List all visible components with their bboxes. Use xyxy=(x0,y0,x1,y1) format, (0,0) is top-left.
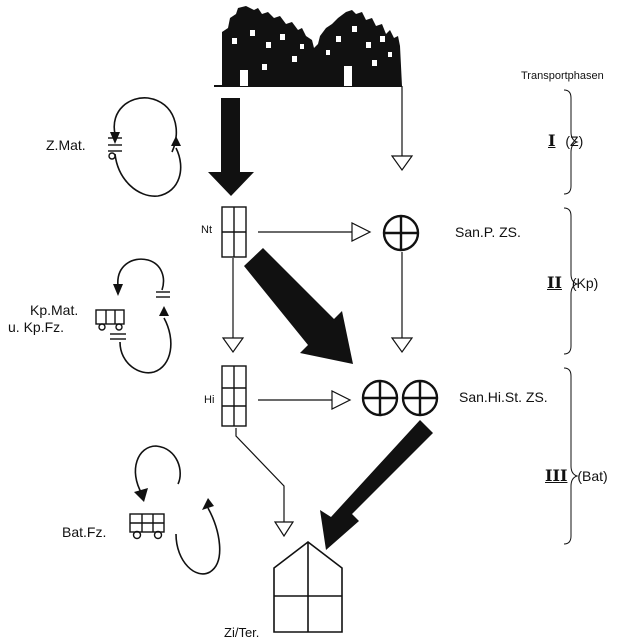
phase-2-roman: II xyxy=(547,273,562,292)
san-hi-label: San.Hi.St. ZS. xyxy=(459,390,548,404)
ruined-buildings xyxy=(214,6,402,86)
bat-fz-cycle-heads xyxy=(134,488,214,510)
phase-3-code: (Bat) xyxy=(577,468,607,484)
zi-ter-house xyxy=(274,542,342,632)
san-hi-cross-circle-left xyxy=(363,381,397,415)
kp-mat-label-line1: Kp.Mat. xyxy=(30,303,78,317)
phase-2-label: II (Kp) xyxy=(547,275,598,291)
bat-fz-vehicle-icon xyxy=(130,514,164,539)
nt-label: Nt xyxy=(201,225,212,236)
z-mat-cycle-heads xyxy=(110,132,181,146)
kp-mat-vehicle-icon xyxy=(96,292,170,339)
bat-fz-label: Bat.Fz. xyxy=(62,525,106,539)
z-mat-cycle-arrows xyxy=(114,98,180,196)
phase-1-roman: I xyxy=(548,131,555,150)
bat-fz-cycle-arrows xyxy=(135,446,219,574)
san-hi-cross-circle-right xyxy=(403,381,437,415)
kp-mat-cycle-heads xyxy=(113,284,169,316)
hi-label: Hi xyxy=(204,395,214,406)
thick-arrow-diagonal xyxy=(244,248,353,364)
kp-mat-label-line2: u. Kp.Fz. xyxy=(8,320,64,334)
phase-1-label: I (Z) xyxy=(548,133,583,149)
nt-station-box xyxy=(222,207,246,257)
thick-arrow-down xyxy=(208,98,254,196)
phase-3-roman: III xyxy=(545,466,567,485)
phase-2-code: (Kp) xyxy=(572,275,598,291)
transport-phases-title: Transportphasen xyxy=(521,71,604,82)
san-p-label: San.P. ZS. xyxy=(455,225,521,239)
phase-1-code: (Z) xyxy=(565,133,583,149)
hi-station-box xyxy=(222,366,246,426)
zi-ter-label: Zi/Ter. xyxy=(224,626,259,639)
san-p-cross-circle xyxy=(384,216,418,250)
thick-arrow-curved xyxy=(320,420,433,550)
phase-3-label: III (Bat) xyxy=(545,468,608,484)
z-mat-label: Z.Mat. xyxy=(46,138,86,152)
